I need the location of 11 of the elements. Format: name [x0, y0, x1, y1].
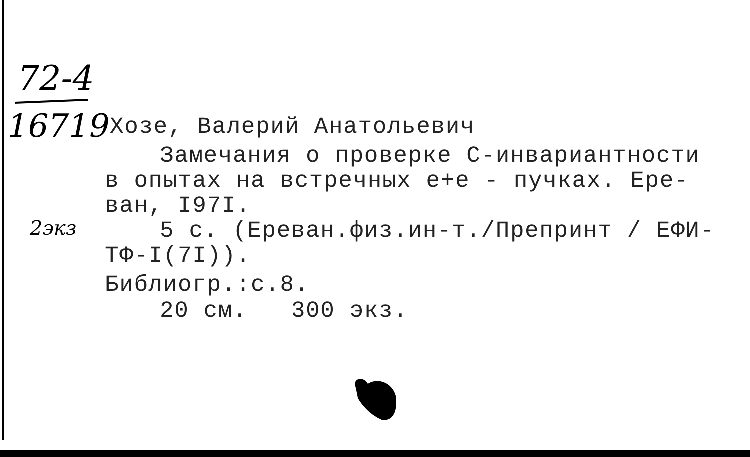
- shelf-mark: 72-4: [18, 62, 94, 96]
- size-edition-line: 20 см. 300 экз.: [160, 300, 408, 323]
- author-heading: Хозе, Валерий Анатольевич: [110, 116, 476, 139]
- collation-line: 5 с. (Ереван.физ.ин-т./Препринт / ЕФИ-: [160, 220, 715, 243]
- copies-note: 2экз: [30, 218, 77, 238]
- title-line: в опытах на встречных е+е - пучках. Ере-: [105, 170, 690, 193]
- bibliography-note: Библиогр.:с.8.: [105, 274, 310, 297]
- series-line: ТФ-I(7I)).: [105, 245, 252, 268]
- imprint-line: ван, I97I.: [105, 195, 252, 218]
- accession-number: 16719: [8, 110, 110, 142]
- title-line: Замечания о проверке С-инвариантности: [160, 145, 700, 168]
